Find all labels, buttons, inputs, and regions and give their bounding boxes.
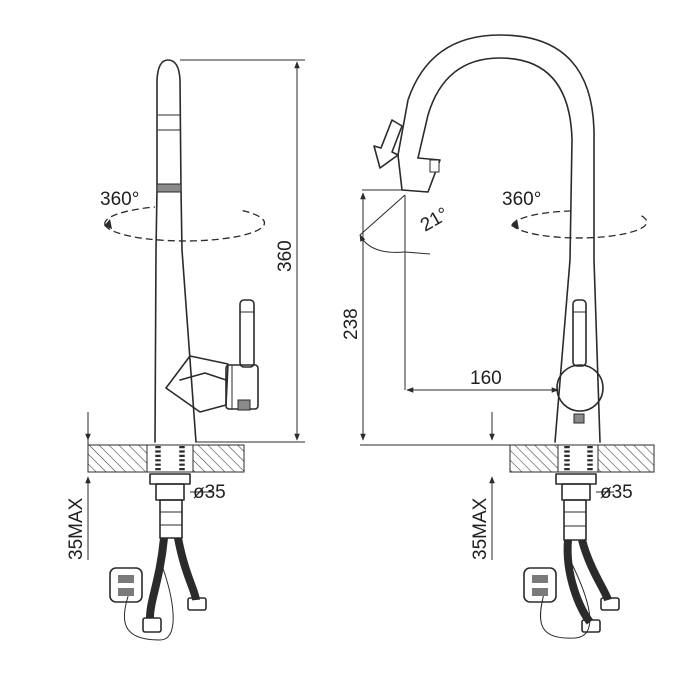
front-counterweight-icon [523,567,557,603]
front-spray-angle-label: 21° [417,204,452,237]
front-rotation-ellipse [511,214,648,239]
side-handle-lever [239,299,255,368]
front-view: 21° 360° 238 160 35MAX ø35 [341,34,655,639]
side-height-label: 360 [275,240,296,272]
side-faucet-body [154,59,197,443]
front-rotation-label: 360° [502,189,541,210]
front-handle-lever [572,299,587,367]
front-max-thickness-label: 35MAX [470,497,491,560]
front-gooseneck-inner [397,34,601,443]
side-hole-diameter-label: ø35 [193,482,226,503]
side-rotation-ellipse [104,209,266,242]
side-rotation-label: 360° [100,189,139,210]
side-view: 360° 360 35MAX ø35 [66,59,305,641]
front-hole-diameter-label: ø35 [600,482,633,503]
side-hose-connector-right [187,597,207,611]
side-rotation-ellipse-back [104,206,156,226]
front-outlet-height-label: 238 [341,308,362,340]
front-hose-connector-right [600,597,620,611]
front-handle-cartridge [556,364,604,412]
front-reach-label: 160 [470,368,502,389]
side-counterweight-icon [109,567,143,603]
front-mounting-nut [555,473,597,485]
side-hose-connector-left [142,617,162,633]
side-max-thickness-label: 35MAX [66,497,87,560]
side-mounting-nut [149,473,191,485]
front-hose-connector-left [581,619,601,633]
side-aerator-icon [156,183,182,193]
front-gooseneck-outer [417,57,573,443]
side-handle-housing [165,355,229,413]
front-flow-arrow-icon [373,119,403,169]
